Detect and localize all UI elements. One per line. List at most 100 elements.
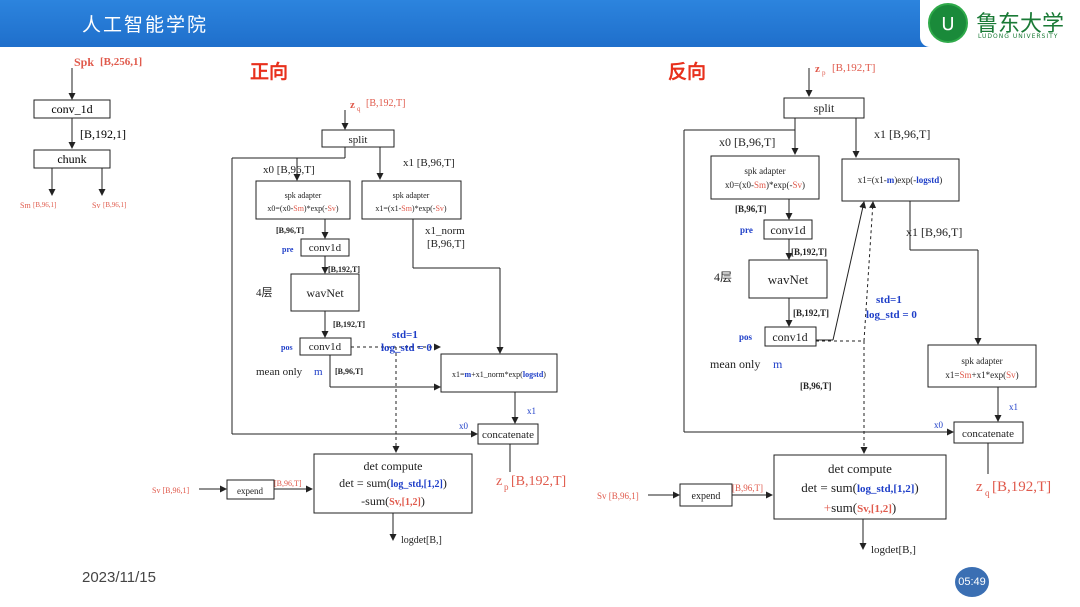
reverse-wavnet-box (748, 259, 828, 299)
sm-dim: [B,96,1] (33, 201, 56, 209)
forward-pos-label: pos (281, 343, 293, 352)
forward-split-box (321, 129, 395, 148)
forward-affine-eq: x1=m+x1_norm*exp(logstd) (452, 370, 546, 379)
forward-wavnet-box (290, 273, 360, 312)
forward-sv-in: Sv [B,96,1] (152, 486, 189, 495)
forward-mean-only: mean only (256, 366, 303, 378)
spk-label: Spk (74, 55, 94, 69)
forward-x0-out: x0 (459, 421, 469, 431)
sv-dim: [B,96,1] (103, 201, 126, 209)
reverse-bt96-a: [B,96,T] (735, 204, 767, 214)
forward-title: 正向 (250, 60, 288, 83)
reverse-conv1d-b: conv1d (772, 330, 807, 344)
university-name-cn: 鲁东大学 (976, 12, 1065, 37)
forward-x1-label: x1 [B,96,T] (403, 157, 455, 169)
forward-adapter-l-title: spk adapter (285, 191, 322, 200)
forward-det-box (313, 453, 473, 514)
forward-bt192-a: [B,192,T] (328, 265, 360, 274)
reverse-det-title: det compute (828, 461, 892, 476)
reverse-affine-eq: x1=(x1-m)exp(-logstd) (858, 175, 943, 185)
reverse-x1-mid: x1 [B,96,T] (906, 225, 962, 239)
reverse-x1-out: x1 (1009, 402, 1018, 412)
forward-x1-norm: x1_norm (425, 225, 465, 237)
forward-adapter-left (255, 180, 351, 220)
reverse-m: m (773, 357, 783, 371)
reverse-expend-dim: [B,96,T] (732, 483, 763, 493)
forward-conv1d-b: conv1d (309, 341, 342, 353)
reverse-adapter-right (927, 344, 1037, 388)
forward-concat-label: concatenate (482, 429, 534, 441)
chunk-label: chunk (57, 152, 86, 166)
forward-det-title: det compute (364, 459, 423, 473)
reverse-zq: z (976, 479, 983, 495)
reverse-pre-conv1d (763, 219, 813, 240)
forward-conv1d-a: conv1d (309, 242, 342, 254)
forward-zq: z (350, 99, 355, 111)
reverse-zp: z (815, 63, 820, 75)
reverse-split-label: split (814, 101, 835, 115)
forward-concatenate-box (477, 423, 539, 445)
reverse-title: 反向 (668, 60, 706, 83)
forward-zp-dim: [B,192,T] (511, 474, 566, 489)
forward-layers: 4层 (256, 286, 273, 299)
slide-date: 2023/11/15 (82, 569, 156, 586)
forward-det-line1: det = sum(log_std,[1,2]) (339, 476, 447, 490)
reverse-x0-label: x0 [B,96,T] (719, 135, 775, 149)
forward-expend-label: expend (237, 486, 263, 496)
forward-zp: z (496, 474, 502, 489)
university-emblem-icon: U (928, 3, 968, 43)
reverse-logdet: logdet[B,] (871, 544, 916, 556)
reverse-bt96-b: [B,96,T] (800, 381, 832, 391)
forward-bt96-a: [B,96,T] (276, 226, 304, 235)
reverse-flow-diagram: 反向 (597, 60, 1051, 556)
reverse-affine-box (841, 158, 960, 202)
forward-bt96-b: [B,96,T] (335, 367, 363, 376)
forward-x1-norm-dim: [B,96,T] (427, 238, 465, 250)
reverse-layers: 4层 (714, 270, 732, 284)
video-timestamp-badge: 05:49 (955, 567, 989, 597)
reverse-adapter-r-eq: x1=Sm+x1*exp(Sv) (945, 370, 1018, 380)
header-title: 人工智能学院 (82, 14, 209, 36)
forward-split-label: split (349, 134, 368, 146)
reverse-adapter-r-title: spk adapter (961, 356, 1002, 366)
forward-det-line2: -sum(Sv,[1,2]) (361, 494, 425, 508)
reverse-pos-label: pos (739, 332, 753, 342)
forward-adapter-r-eq: x1=(x1-Sm)*exp(-Sv) (375, 204, 447, 213)
forward-x1-out: x1 (527, 406, 536, 416)
reverse-zq-dim: [B,192,T] (992, 479, 1051, 495)
forward-pre-label: pre (282, 245, 294, 254)
reverse-bt192-b: [B,192,T] (793, 308, 829, 318)
chunk-box (33, 149, 111, 169)
reverse-wavnet-label: wavNet (768, 272, 809, 287)
reverse-logstd: log_std = 0 (866, 309, 917, 321)
forward-flow-diagram: 正向 (152, 60, 566, 546)
reverse-bt192-a: [B,192,T] (791, 247, 827, 257)
forward-bt192-b: [B,192,T] (333, 320, 365, 329)
forward-affine-box (440, 353, 558, 393)
forward-x0-label: x0 [B,96,T] (263, 164, 315, 176)
header-bar: 人工智能学院 U 鲁东大学 LUDONG UNIVERSITY (0, 0, 1080, 47)
sv-label: Sv (92, 201, 100, 210)
forward-zp-sub: p (504, 482, 509, 492)
reverse-det-line2: +sum(Sv,[1,2]) (824, 500, 897, 515)
reverse-zp-sub: p (822, 69, 826, 77)
reverse-pos-conv1d (764, 326, 817, 347)
mid-dim: [B,192,1] (80, 127, 126, 141)
reverse-sv-in: Sv [B,96,1] (597, 491, 639, 501)
reverse-adapter-left (710, 155, 820, 200)
forward-expend-dim: [B,96,T] (274, 479, 302, 488)
reverse-x0-out: x0 (934, 420, 944, 430)
reverse-x1-label: x1 [B,96,T] (874, 127, 930, 141)
spk-dim: [B,256,1] (100, 56, 142, 68)
speaker-embedding-diagram (33, 68, 111, 196)
forward-adapter-r-title: spk adapter (393, 191, 430, 200)
reverse-mean-only: mean only (710, 357, 760, 371)
reverse-zq-sub: q (985, 488, 990, 498)
reverse-adapter-l-title: spk adapter (744, 166, 785, 176)
forward-logstd: log_std = 0 (381, 342, 432, 354)
speaker-embedding-labels: Spk [B,256,1] conv_1d [B,192,1] chunk Sm… (20, 55, 142, 210)
reverse-concat-label: concatenate (962, 428, 1014, 440)
university-name-en: LUDONG UNIVERSITY (978, 33, 1059, 40)
reverse-det-box (773, 454, 947, 520)
